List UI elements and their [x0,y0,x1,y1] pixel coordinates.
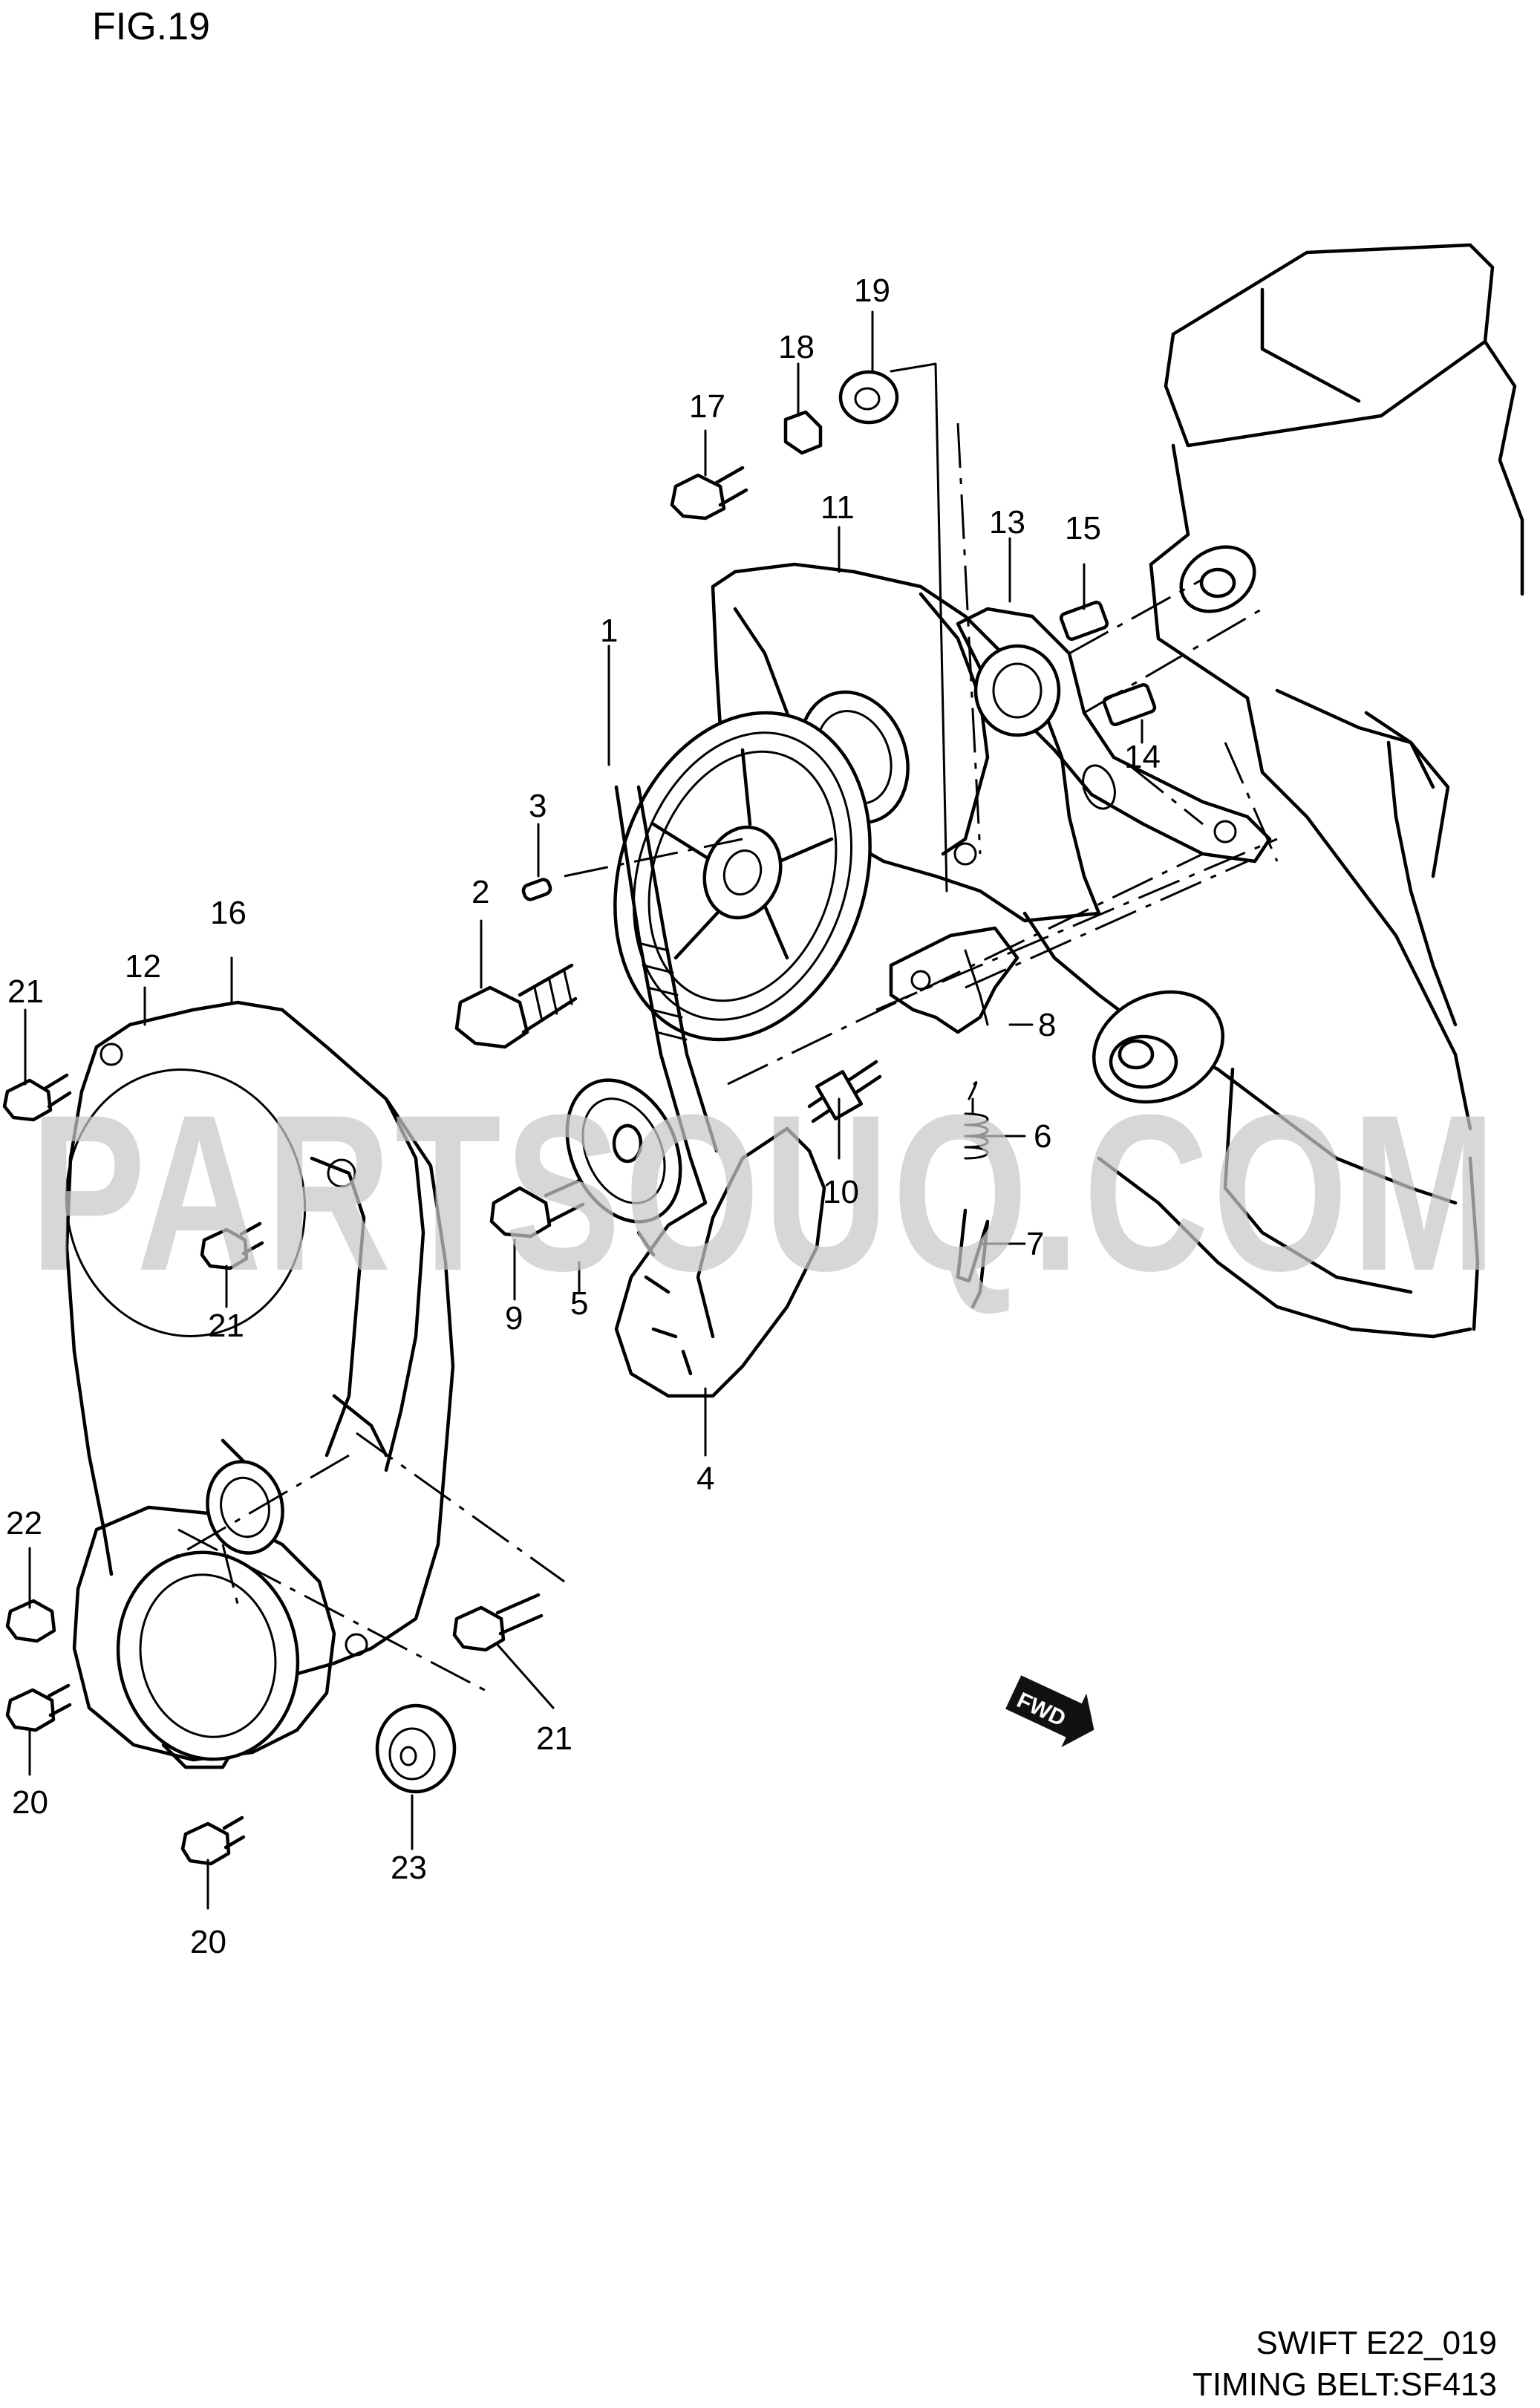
footer-model-code: SWIFT E22_019 [1256,2325,1497,2361]
bolt-part-17 [670,466,748,521]
callout-13: 13 [989,504,1025,541]
oil-pump-housing [956,607,1272,864]
callout-1: 1 [600,613,618,649]
callout-4: 4 [696,1461,714,1497]
callout-5: 5 [570,1285,588,1322]
footer-caption: TIMING BELT:SF413 [1192,2366,1497,2403]
bolt-part-21-mid [200,1221,264,1270]
spring-part-7 [956,1208,990,1309]
bolt-part-22 [5,1599,56,1643]
callout-9: 9 [505,1300,523,1337]
fwd-arrow-icon: FWD [1005,1675,1094,1748]
callout-6: 6 [1034,1118,1051,1155]
bolt-part-9 [489,1178,585,1239]
spring-part-6 [964,1081,989,1160]
callout-10: 10 [823,1174,859,1210]
callout-22: 22 [6,1505,42,1541]
callout-3: 3 [529,788,546,824]
callout-14: 14 [1124,739,1161,775]
bolt-part-20-top [5,1683,72,1732]
camshaft-pulley [613,711,872,1042]
callout-15: 15 [1065,510,1101,546]
callout-17: 17 [689,388,725,425]
callout-21-mid: 21 [208,1308,244,1344]
callout-21-low: 21 [536,1720,572,1757]
leader-lines [24,310,1143,1910]
callout-2: 2 [472,874,489,910]
callout-labels: 1 2 3 4 5 6 7 8 9 10 11 12 13 14 15 16 1… [6,273,1161,1960]
tensioner-pulley [565,1078,682,1224]
watermark-text: PARTSOUQ.COM [30,1068,1500,1317]
callout-20-low: 20 [190,1924,226,1960]
callout-23: 23 [391,1850,427,1886]
tensioner-plate [889,926,1019,1034]
callout-11: 11 [820,489,855,526]
bolt-part-2 [454,963,578,1049]
clip-part-15 [1059,600,1109,642]
nut-part-18 [783,410,823,455]
stud-part-10 [807,1060,882,1123]
engine-block [1022,243,1524,1339]
figure-label: FIG.19 [92,5,210,48]
callout-18: 18 [778,329,815,365]
callout-21-top: 21 [7,973,44,1010]
callout-16: 16 [210,895,247,931]
bolt-part-21-low [452,1593,544,1652]
nut-part-19 [838,370,899,425]
callout-20-top: 20 [12,1784,48,1821]
callout-19: 19 [854,273,890,309]
timing-belt [614,785,826,1398]
lower-timing-cover [72,1460,368,1762]
callout-7: 7 [1026,1226,1044,1262]
bolt-part-21-top [2,1073,72,1122]
grommet-part-23 [375,1703,457,1794]
alignment-lines [170,422,1279,1694]
bolt-part-20-low [180,1815,246,1866]
clip-part-14 [1102,682,1157,727]
pin-part-3 [521,878,552,901]
callout-8: 8 [1038,1007,1056,1043]
callout-12: 12 [125,948,161,985]
